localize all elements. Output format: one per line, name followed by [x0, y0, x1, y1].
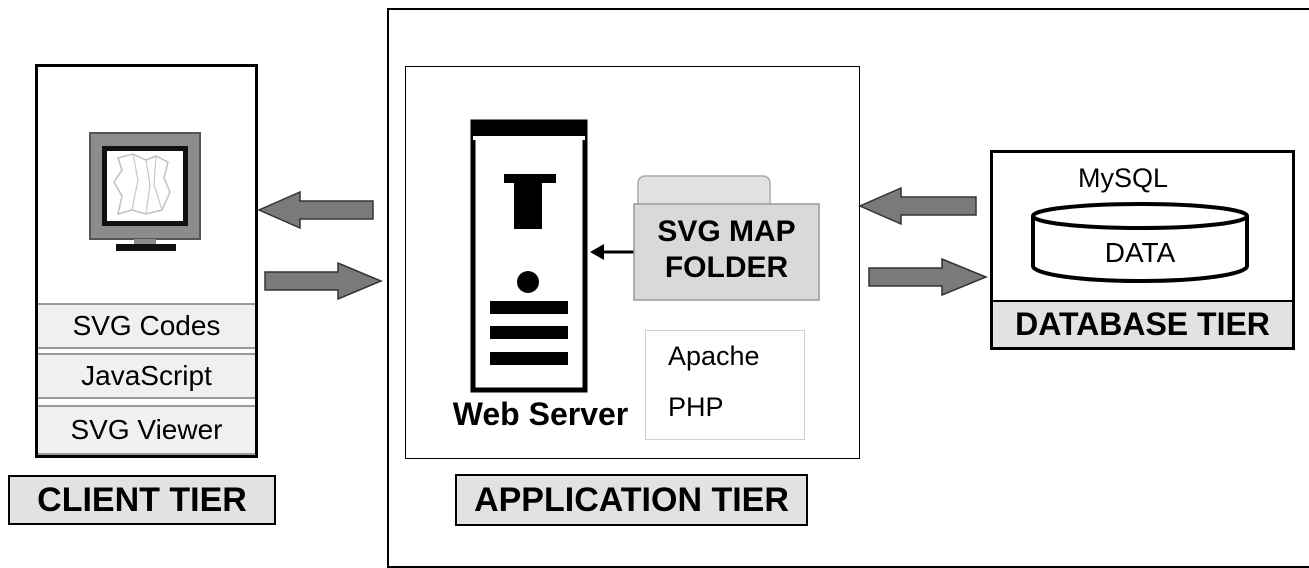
arrow-icon [590, 244, 636, 260]
svg-map-folder-label: SVG MAP FOLDER [634, 214, 819, 294]
folder-label-line2: FOLDER [664, 251, 789, 284]
arrow-icon [868, 257, 988, 297]
monitor-icon [89, 132, 201, 251]
php-label: PHP [668, 392, 724, 422]
database-cylinder-icon [1031, 202, 1249, 283]
apache-label: Apache [668, 341, 760, 371]
software-box: Apache PHP [645, 330, 805, 440]
client-stack-svg-codes: SVG Codes [38, 303, 255, 349]
database-tier-label: DATABASE TIER [993, 300, 1292, 347]
application-tier-label: APPLICATION TIER [455, 474, 808, 526]
arrow-icon [858, 186, 977, 226]
client-stack-javascript: JavaScript [38, 353, 255, 399]
data-label: DATA [1104, 237, 1176, 268]
arrow-icon [257, 190, 374, 230]
svg-codes-label: SVG Codes [72, 310, 221, 341]
arrow-icon [264, 261, 383, 301]
client-tier-label: CLIENT TIER [8, 475, 276, 525]
javascript-label: JavaScript [81, 360, 212, 391]
web-server-label: Web Server [452, 396, 629, 432]
server-tower-icon [470, 119, 588, 393]
mysql-label: MySQL [1078, 163, 1169, 193]
client-stack-svg-viewer: SVG Viewer [38, 405, 255, 455]
folder-label-line1: SVG MAP [657, 215, 796, 248]
svg-viewer-label: SVG Viewer [70, 414, 223, 445]
folder-icon [633, 175, 820, 301]
